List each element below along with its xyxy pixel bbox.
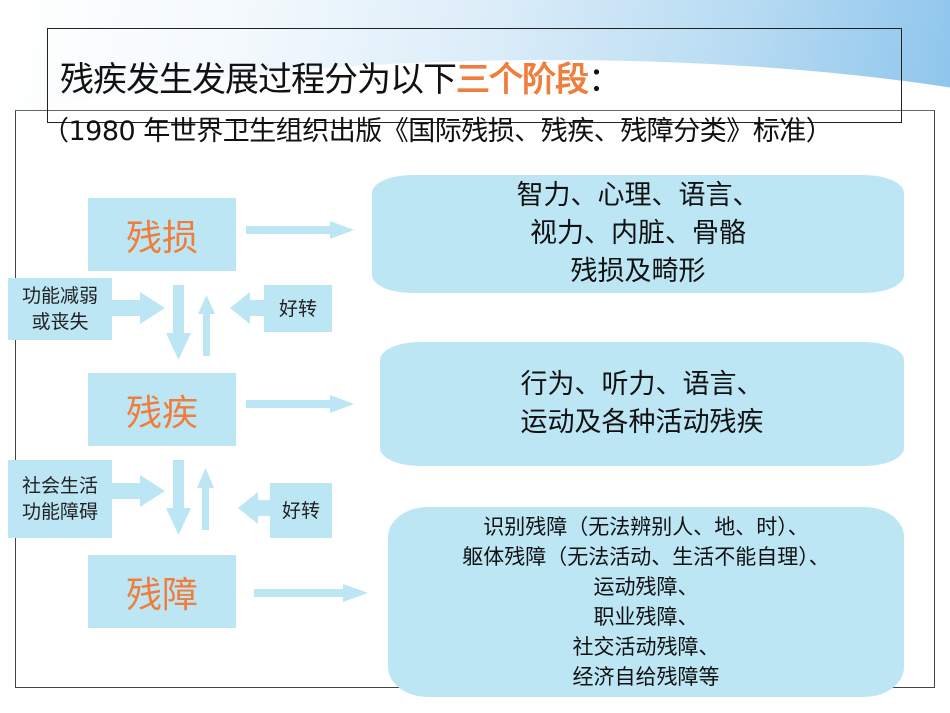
arrow-up-icon bbox=[197, 468, 214, 530]
description-handicap: 识别残障（无法辨别人、地、时）、 躯体残障（无法活动、生活不能自理）、 运动残障… bbox=[388, 507, 904, 697]
description-line: 视力、内脏、骨骼 bbox=[530, 218, 746, 249]
title-prefix: 残疾发生发展过程分为以下 bbox=[60, 60, 457, 100]
arrow-down-icon bbox=[166, 460, 191, 535]
description-line: 识别残障（无法辨别人、地、时）、 bbox=[483, 515, 809, 539]
title-frame bbox=[47, 28, 902, 123]
title-suffix: ： bbox=[588, 60, 622, 100]
stage-label: 残疾 bbox=[125, 392, 198, 434]
title-highlight: 三个阶段 bbox=[456, 60, 589, 100]
stage-impairment: 残损 bbox=[88, 198, 236, 271]
stage-handicap: 残障 bbox=[88, 555, 236, 628]
description-line: 职业残障、 bbox=[593, 605, 699, 629]
improvement-label: 好转 bbox=[281, 499, 320, 522]
description-line: 经济自给残障等 bbox=[572, 665, 720, 689]
arrow-down-icon bbox=[166, 285, 191, 360]
arrow-left-icon bbox=[230, 292, 266, 324]
arrow-up-icon bbox=[198, 295, 215, 356]
stage-disability: 残疾 bbox=[88, 373, 236, 446]
description-impairment: 智力、心理、语言、 视力、内脏、骨骼 残损及畸形 bbox=[372, 175, 904, 293]
stage-label: 残损 bbox=[125, 217, 198, 259]
description-line: 运动及各种活动残疾 bbox=[520, 407, 764, 438]
description-line: 躯体残障（无法活动、生活不能自理）、 bbox=[462, 545, 830, 569]
description-line: 智力、心理、语言、 bbox=[516, 180, 760, 211]
arrow-right-icon bbox=[254, 584, 368, 602]
description-line: 运动残障、 bbox=[593, 575, 699, 599]
arrow-left-icon bbox=[238, 492, 272, 524]
subtitle-source: （1980 年世界卫生组织出版《国际残损、残疾、残障分类》标准） bbox=[42, 116, 833, 147]
cause-line: 功能障碍 bbox=[21, 501, 98, 523]
description-disability: 行为、听力、语言、 运动及各种活动残疾 bbox=[380, 342, 904, 466]
description-line: 行为、听力、语言、 bbox=[520, 369, 764, 400]
cause-line: 或丧失 bbox=[31, 311, 89, 333]
page-title: 残疾发生发展过程分为以下三个阶段： bbox=[60, 52, 622, 101]
stage-label: 残障 bbox=[125, 574, 198, 616]
cause-box-2: 社会生活功能障碍 bbox=[8, 460, 112, 538]
cause-line: 社会生活 bbox=[21, 475, 98, 497]
cause-line: 功能减弱 bbox=[21, 285, 98, 307]
cause-box-1: 功能减弱或丧失 bbox=[8, 278, 112, 340]
arrow-right-icon bbox=[112, 292, 165, 324]
improvement-box-2: 好转 bbox=[270, 483, 332, 538]
improvement-box-1: 好转 bbox=[264, 285, 332, 332]
arrow-right-icon bbox=[246, 395, 354, 413]
description-line: 残损及畸形 bbox=[570, 256, 706, 287]
arrow-right-icon bbox=[112, 475, 165, 507]
description-line: 社交活动残障、 bbox=[572, 635, 720, 659]
improvement-label: 好转 bbox=[278, 297, 317, 320]
arrow-right-icon bbox=[246, 221, 354, 239]
